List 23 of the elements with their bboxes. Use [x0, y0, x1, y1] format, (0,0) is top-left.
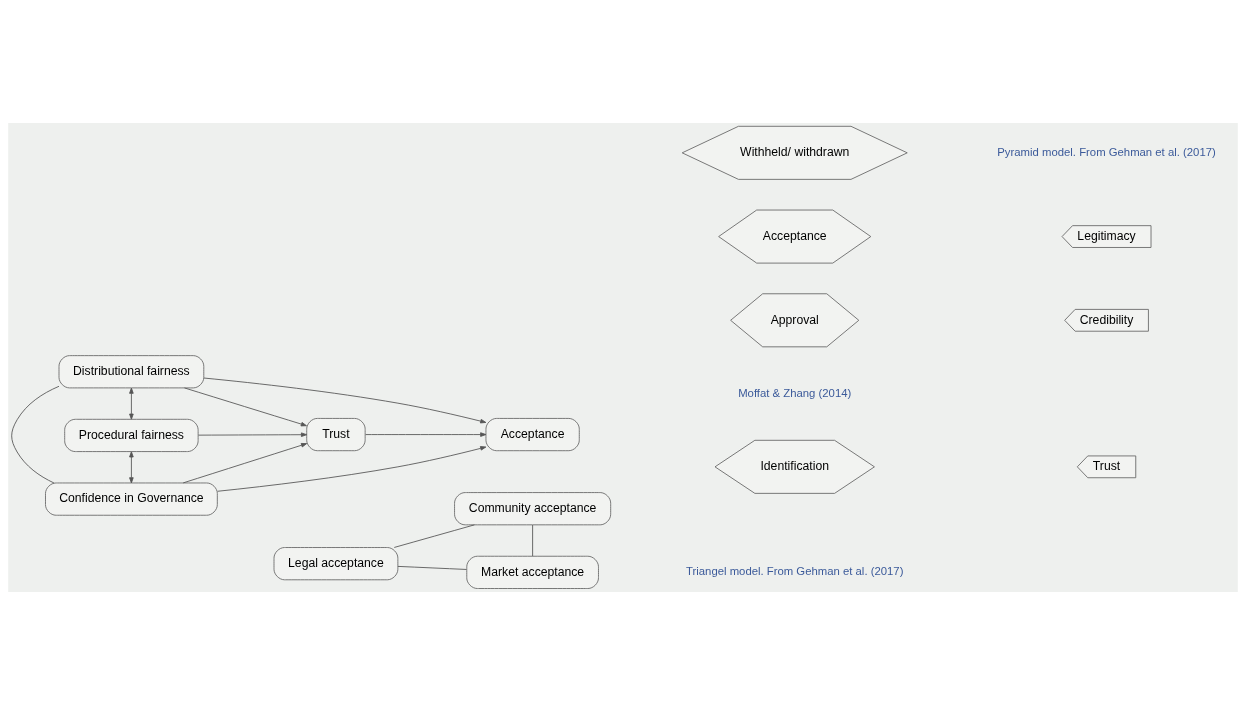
connector — [532, 524, 534, 557]
arrow — [365, 432, 487, 437]
node-box: Legal acceptance — [273, 547, 399, 581]
node-box: Acceptance — [485, 418, 580, 452]
arrow — [203, 377, 487, 424]
connector — [397, 565, 467, 570]
arrow — [129, 451, 134, 484]
arrow — [129, 387, 134, 420]
arrow — [197, 432, 308, 437]
connector — [393, 524, 475, 548]
node-box: Procedural fairness — [64, 418, 199, 452]
node-box: Market acceptance — [466, 555, 599, 589]
node-box: Community acceptance — [454, 492, 612, 526]
node-box: Distributional fairness — [58, 355, 205, 389]
arrow — [182, 443, 308, 484]
node-box: Confidence in Governance — [45, 482, 218, 516]
arrow — [217, 446, 487, 492]
arrow — [184, 387, 307, 427]
label: Moffat & Zhang (2014) — [738, 386, 852, 399]
node-box: Trust — [306, 418, 366, 452]
label: Triangel model. From Gehman et al. (2017) — [686, 565, 904, 578]
connector — [11, 385, 60, 484]
label: Pyramid model. From Gehman et al. (2017) — [997, 145, 1216, 158]
